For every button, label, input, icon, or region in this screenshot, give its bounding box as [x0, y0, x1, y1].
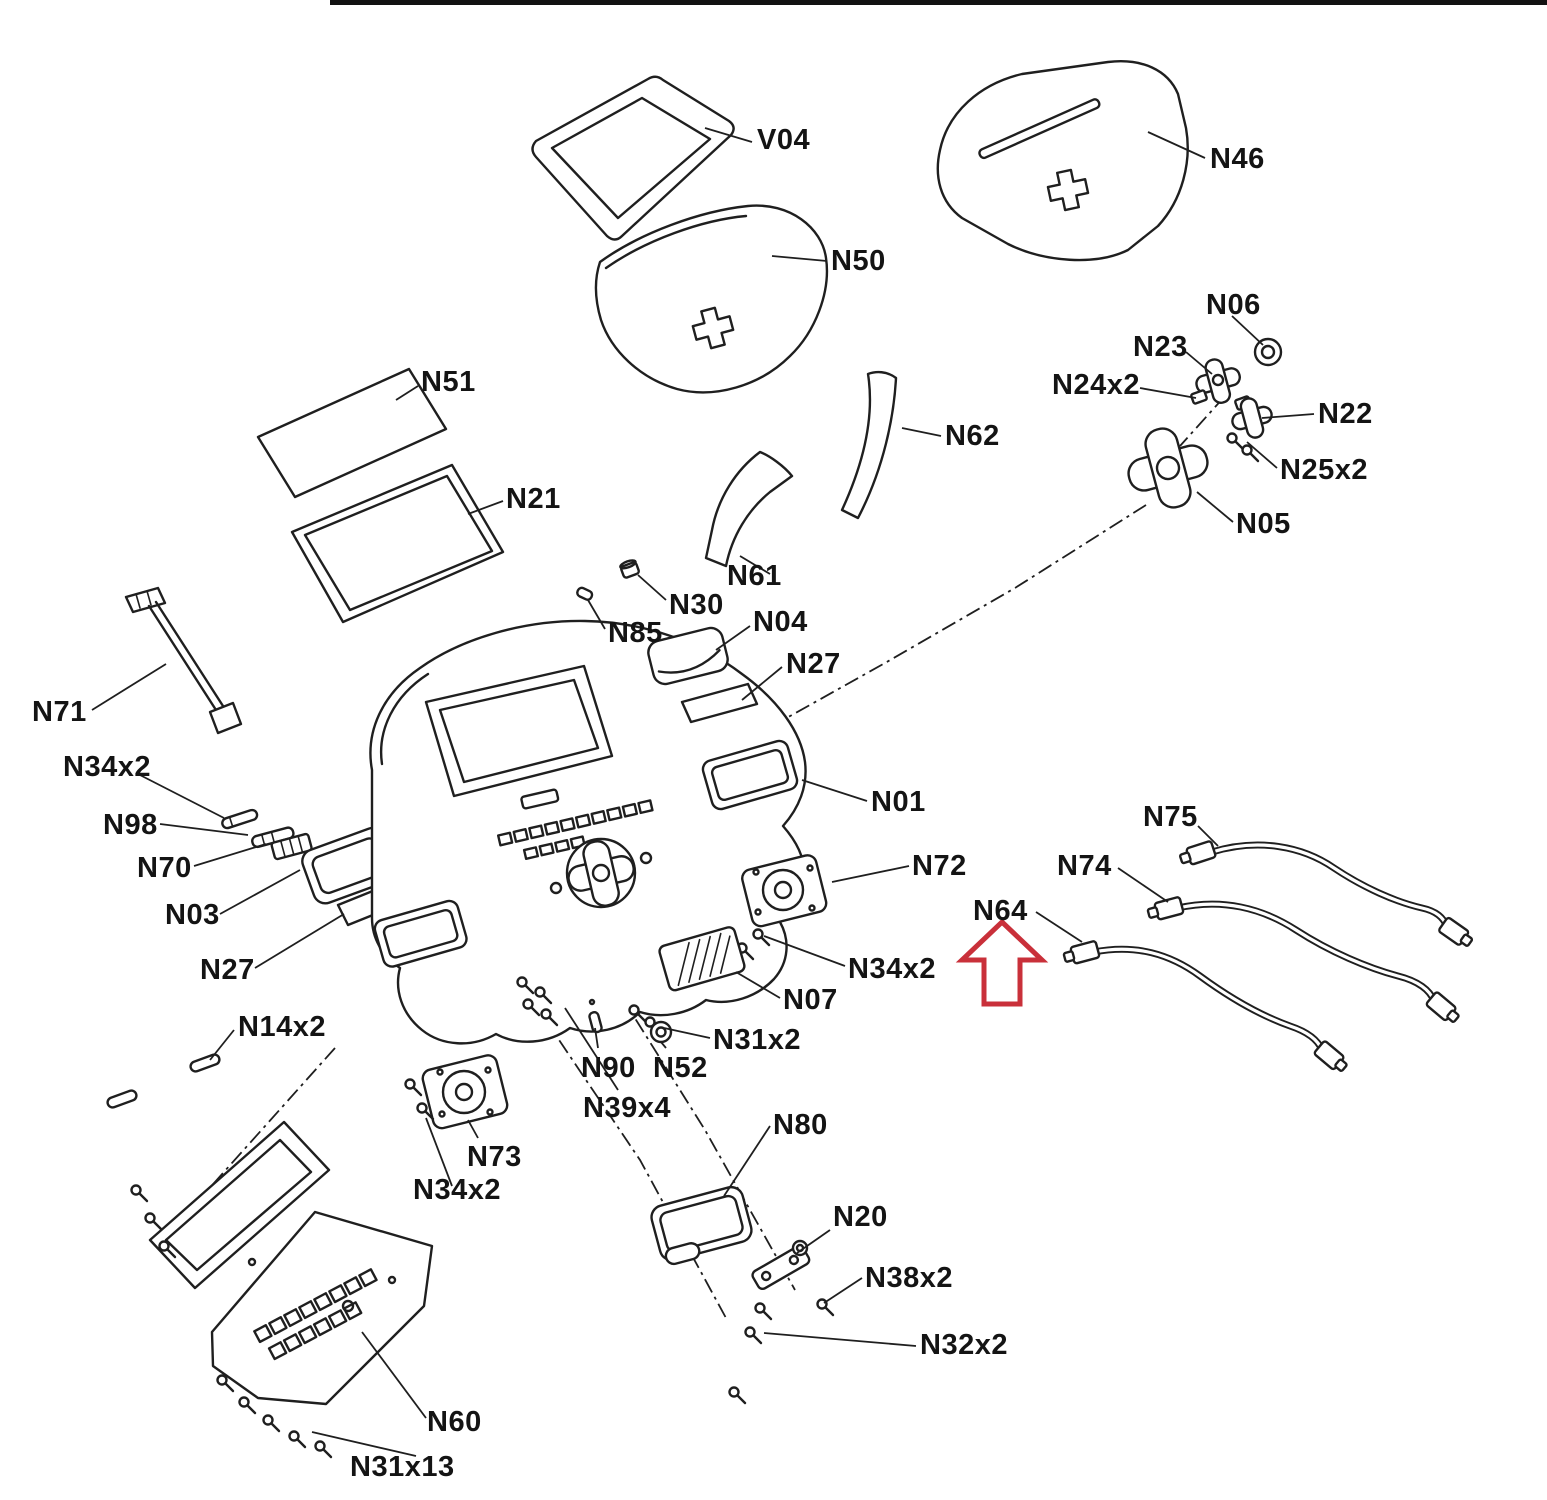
- part-label-n01: N01: [871, 786, 926, 818]
- part-n22-cross-plate: [1231, 397, 1273, 439]
- part-label-v04: V04: [757, 124, 811, 156]
- part-n80-bracket: [650, 1185, 753, 1266]
- part-n01-console-window: [701, 739, 799, 811]
- part-label-n39x4: N39x4: [583, 1092, 671, 1124]
- part-n60-overlay-window: [148, 1120, 331, 1290]
- part-label-n74: N74: [1057, 850, 1112, 882]
- part-n71-rod: [124, 586, 243, 735]
- part-label-n03: N03: [165, 899, 220, 931]
- part-label-n80: N80: [773, 1109, 828, 1141]
- console-dpad: [549, 837, 653, 909]
- part-n27-plate-top: [680, 682, 759, 724]
- part-n38x2-screws: [754, 1298, 835, 1321]
- part-label-n22: N22: [1318, 398, 1373, 430]
- part-label-n46: N46: [1210, 143, 1265, 175]
- part-n06-grommet: [1253, 337, 1283, 367]
- n64-highlight-arrow-icon: [955, 918, 1049, 1007]
- part-n52-grommet: [649, 1020, 673, 1044]
- part-label-n75: N75: [1143, 801, 1198, 833]
- part-label-n34x2-left: N34x2: [63, 751, 151, 783]
- part-label-n73: N73: [467, 1141, 522, 1173]
- part-n30-screw: [619, 559, 640, 579]
- part-n32x2-screws: [728, 1326, 763, 1405]
- part-label-n24x2: N24x2: [1052, 369, 1140, 401]
- part-n72-speaker-bracket: [741, 854, 828, 928]
- part-label-n64: N64: [973, 895, 1028, 927]
- part-label-n85: N85: [608, 617, 663, 649]
- part-label-n50: N50: [831, 245, 886, 277]
- construction-lines: [205, 395, 1226, 1319]
- leader-lines: [91, 127, 1315, 1457]
- part-label-n52: N52: [653, 1052, 708, 1084]
- console-left-window: [373, 899, 468, 968]
- part-label-n72: N72: [912, 850, 967, 882]
- part-n62-trim-strip: [840, 370, 898, 520]
- part-label-n23: N23: [1133, 331, 1188, 363]
- part-n64-cable: [1062, 940, 1348, 1072]
- part-label-n06: N06: [1206, 289, 1261, 321]
- part-label-n71: N71: [32, 696, 87, 728]
- part-label-n27-left: N27: [200, 954, 255, 986]
- part-label-n62: N62: [945, 420, 1000, 452]
- part-label-n14x2: N14x2: [238, 1011, 326, 1043]
- part-n07-grille: [658, 926, 746, 992]
- part-console-body: [369, 619, 807, 1045]
- part-n23-cross-knob: [1195, 358, 1241, 404]
- part-label-n31x13: N31x13: [350, 1451, 455, 1483]
- part-label-n21: N21: [506, 483, 561, 515]
- part-label-n05: N05: [1236, 508, 1291, 540]
- part-n60-keypad-panel: [210, 1210, 434, 1406]
- part-n14x2-pins: [106, 1053, 221, 1109]
- part-label-n34x2-right: N34x2: [848, 953, 936, 985]
- part-label-n60: N60: [427, 1406, 482, 1438]
- part-label-n61: N61: [727, 560, 782, 592]
- top-border-line: [330, 0, 1547, 5]
- part-n70-connector: [270, 832, 313, 861]
- part-label-n70: N70: [137, 852, 192, 884]
- part-label-n51: N51: [421, 366, 476, 398]
- part-n74-cable: [1146, 896, 1460, 1023]
- part-label-n30: N30: [669, 589, 724, 621]
- part-n46-rear-panel: [936, 60, 1189, 262]
- part-n85-pin: [576, 586, 594, 601]
- part-label-n31x2: N31x2: [713, 1024, 801, 1056]
- part-label-n07: N07: [783, 984, 838, 1016]
- part-label-n38x2: N38x2: [865, 1262, 953, 1294]
- console-key-row: [496, 799, 654, 861]
- part-n34x2-pin-left: [221, 808, 259, 830]
- part-n05-knob: [1127, 427, 1209, 509]
- part-n51-overlay-sheet: [256, 367, 448, 499]
- part-label-n04: N04: [753, 606, 808, 638]
- part-label-n32x2: N32x2: [920, 1329, 1008, 1361]
- part-n04-cap: [647, 626, 729, 686]
- part-n50-cover-panel: [594, 204, 829, 394]
- part-label-n90: N90: [581, 1052, 636, 1084]
- part-label-n25x2: N25x2: [1280, 454, 1368, 486]
- part-label-n98: N98: [103, 809, 158, 841]
- part-n73-speaker-bracket: [421, 1054, 509, 1130]
- part-n61-trim-strip: [704, 450, 794, 568]
- part-label-n27-top: N27: [786, 648, 841, 680]
- part-label-n34x2-n73: N34x2: [413, 1174, 501, 1206]
- part-n90-pin: [588, 998, 603, 1034]
- part-label-n20: N20: [833, 1201, 888, 1233]
- part-n20-bracket: [751, 1239, 811, 1291]
- part-n75-cable: [1178, 840, 1474, 947]
- part-n21-display-lens: [290, 463, 505, 624]
